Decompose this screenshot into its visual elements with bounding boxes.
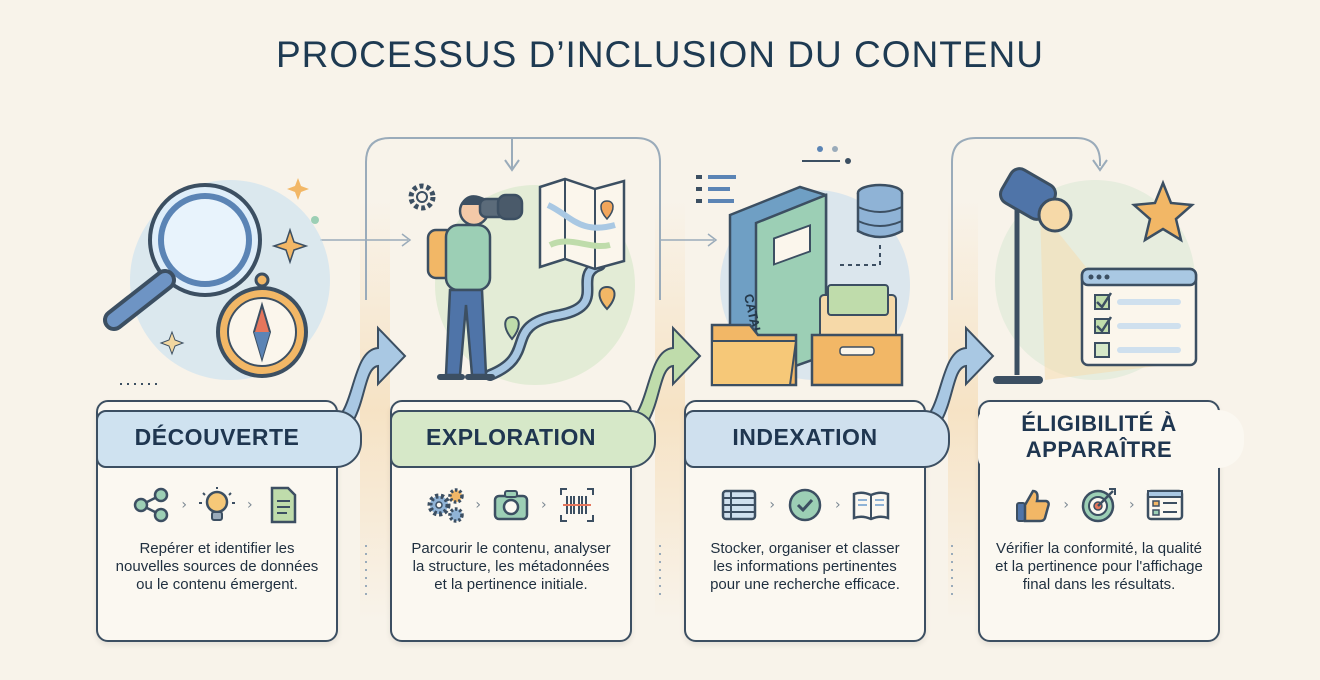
- step-banner: [684, 410, 950, 468]
- explorer-binoculars-icon: [426, 193, 524, 380]
- table-list-icon: [722, 489, 757, 521]
- chevron-right-icon: ›: [181, 497, 187, 513]
- camera-icon: [493, 490, 529, 521]
- step-icon-row: › ›: [98, 480, 336, 530]
- step-icon-row: › ›: [392, 480, 630, 530]
- step-description: Parcourir le contenu, analyser la struct…: [411, 540, 611, 593]
- step-card-indexation: INDEXATION › › Stocker, organiser et cla…: [684, 400, 950, 642]
- chevron-right-icon: ›: [769, 497, 775, 513]
- step-banner: [978, 410, 1244, 468]
- share-nodes-icon: [134, 487, 169, 523]
- target-icon: [1081, 488, 1116, 523]
- chevron-right-icon: ›: [541, 497, 547, 513]
- lightbulb-icon: [199, 487, 235, 521]
- chevron-right-icon: ›: [247, 497, 253, 513]
- step-card-exploration: EXPLORATION › › Parcourir le contenu, an…: [390, 400, 656, 642]
- step-title: DÉCOUVERTE: [134, 424, 300, 450]
- step-banner: [390, 410, 656, 468]
- gear-icon: [408, 183, 436, 211]
- connector-arrowhead: [401, 233, 412, 247]
- document-icon: [270, 486, 296, 524]
- file-folder-icon: [710, 284, 904, 387]
- chevron-right-icon: ›: [1129, 497, 1135, 513]
- connector-arrowhead: [1092, 159, 1108, 172]
- step-description: Repérer et identifier les nouvelles sour…: [115, 540, 319, 593]
- step-icon-row: › ›: [686, 480, 924, 530]
- step-banner: [96, 410, 362, 468]
- open-book-icon: [852, 491, 889, 521]
- chevron-right-icon: ›: [475, 497, 481, 513]
- illustration-exploration: [408, 177, 635, 385]
- sparkle-icon: [159, 178, 319, 356]
- checklist-window-icon: [1146, 489, 1183, 521]
- illustration-eligibility: [993, 167, 1198, 384]
- connector-arrowhead: [707, 233, 718, 247]
- step-title: INDEXATION: [732, 424, 878, 450]
- barcode-scan-icon: [559, 488, 594, 522]
- connector-arrowhead: [504, 159, 520, 172]
- page-title: PROCESSUS D’INCLUSION DU CONTENU: [276, 34, 1044, 75]
- database-icon: [856, 183, 904, 239]
- connector-line: [951, 137, 1101, 300]
- check-circle-icon: [788, 488, 822, 522]
- illustration-indexation: CATALOG: [696, 146, 910, 387]
- chevron-right-icon: ›: [835, 497, 841, 513]
- location-pin-icon: [504, 200, 616, 341]
- step-title: EXPLORATION: [426, 424, 596, 450]
- compass-icon: [216, 272, 308, 378]
- magnifying-glass-icon: [103, 183, 262, 331]
- gears-icon: [427, 488, 465, 523]
- step-card-eligibility: ÉLIGIBILITÉ À APPARAÎTRE › › Vérifier la…: [978, 400, 1244, 642]
- list-lines-icon: [696, 175, 736, 203]
- star-icon: [1130, 179, 1196, 243]
- spotlight-lamp-icon: [993, 167, 1073, 384]
- step-title: ÉLIGIBILITÉ À APPARAÎTRE: [1021, 411, 1177, 462]
- step-description: Stocker, organiser et classer les inform…: [710, 540, 900, 593]
- glow-divider: [360, 200, 390, 620]
- chevron-right-icon: ›: [1063, 497, 1069, 513]
- checklist-window-icon: [1080, 267, 1198, 367]
- dots-decoration: [802, 146, 851, 164]
- step-icon-row: › ›: [980, 480, 1218, 530]
- thumbs-up-icon: [1016, 489, 1051, 523]
- step-description: Vérifier la conformité, la qualité et la…: [995, 540, 1203, 593]
- step-card-discovery: DÉCOUVERTE › › Repérer et identifier les…: [96, 400, 362, 642]
- illustration-discovery: [103, 178, 330, 380]
- map-icon: [538, 177, 626, 271]
